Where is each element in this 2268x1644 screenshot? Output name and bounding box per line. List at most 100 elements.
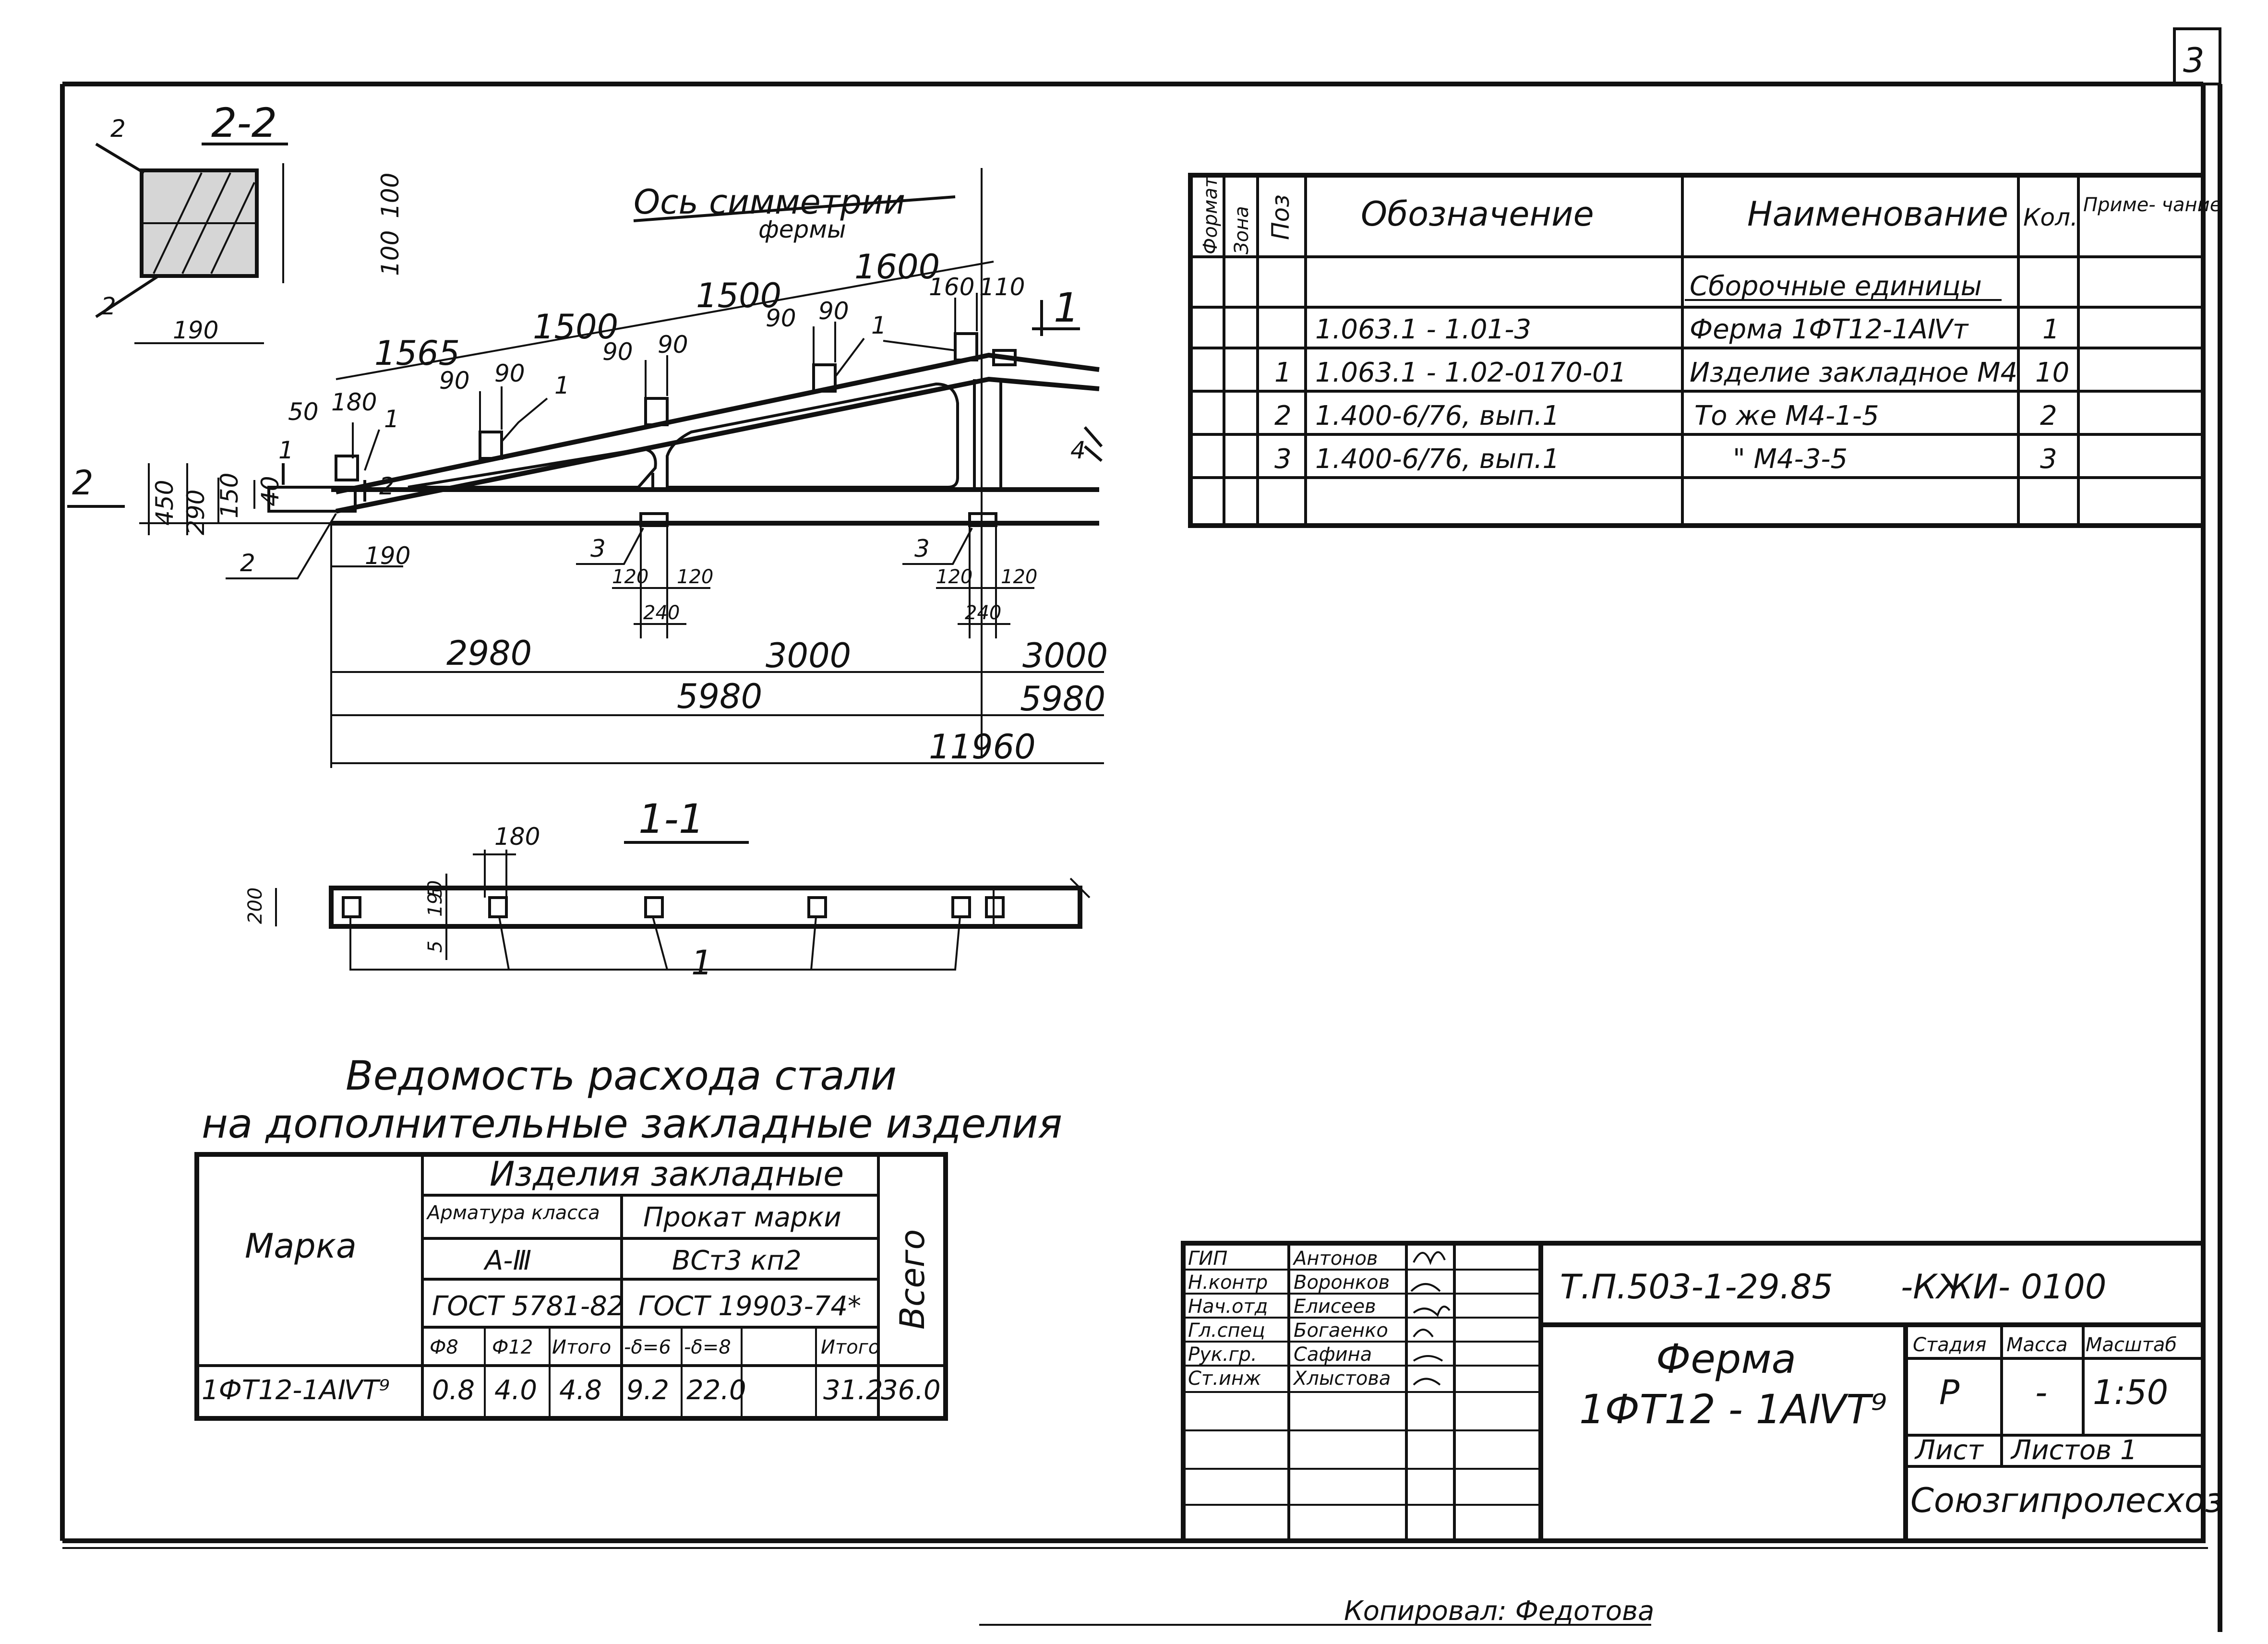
tb-doc-suffix: -КЖИ- 0100 bbox=[1901, 1267, 2106, 1307]
section-mark-1-left: 1 bbox=[278, 436, 294, 464]
spec-header-pos: Поз bbox=[1267, 194, 1295, 240]
item-label-2: 1 bbox=[554, 372, 570, 399]
sheet-number: 3 bbox=[2183, 41, 2205, 80]
section-2-2: 2-2 2 2 190 100 100 bbox=[95, 99, 404, 344]
tb-drawing-title-2: 1ФТ12 - 1АⅣТ⁹ bbox=[1579, 1386, 1887, 1433]
steel-statement: Ведомость расхода стали на дополнительны… bbox=[194, 1052, 1062, 1421]
tb-role-3: Нач.отд bbox=[1188, 1296, 1268, 1318]
section-1-1-title: 1-1 bbox=[638, 795, 704, 842]
steel-rolled-header: Прокат марки bbox=[643, 1202, 841, 1233]
tb-name-4: Богаенко bbox=[1294, 1320, 1388, 1342]
panel-dim-10: 110 bbox=[979, 273, 1025, 301]
spec-row-4-qty: 3 bbox=[2040, 444, 2057, 475]
steel-title-1: Ведомость расхода стали bbox=[346, 1052, 897, 1099]
section-mark-1-top: 1 bbox=[1054, 284, 1079, 331]
tb-doc-code: Т.П.503-1-29.85 bbox=[1560, 1267, 1833, 1307]
span-dim-5980b: 5980 bbox=[1020, 679, 1105, 719]
node-dim-5: 120 bbox=[1001, 566, 1037, 588]
node-dim-3: 240 bbox=[643, 602, 680, 624]
tb-role-2: Н.контр bbox=[1188, 1272, 1268, 1294]
spec-row-4-designation: 1.400-6/76, вып.1 bbox=[1315, 444, 1560, 475]
steel-row-total: 36.0 bbox=[881, 1375, 941, 1406]
tb-drawing-title-1: Ферма bbox=[1656, 1335, 1796, 1382]
section-2-2-dim-top: 100 bbox=[376, 173, 404, 218]
tb-name-6: Хлыстова bbox=[1293, 1368, 1391, 1390]
panel-dim-8: 90 bbox=[818, 297, 849, 325]
spec-row-4-name: " М4-3-5 bbox=[1733, 444, 1848, 475]
tb-name-2: Воронков bbox=[1294, 1272, 1390, 1294]
spec-header-format: Формат bbox=[1200, 176, 1222, 254]
panel-dim-2: 180 bbox=[331, 388, 377, 416]
height-dim-290: 290 bbox=[182, 490, 210, 535]
spec-row-1-qty: 1 bbox=[2042, 314, 2060, 345]
tb-role-5: Рук.гр. bbox=[1188, 1344, 1257, 1366]
item-label-1: 1 bbox=[384, 405, 399, 433]
steel-col-mark: Марка bbox=[245, 1226, 357, 1266]
support-dim: 190 bbox=[365, 542, 410, 570]
steel-title-2: на дополнительные закладные изделия bbox=[202, 1100, 1062, 1147]
steel-rolled-grade: ВСт3 кп2 bbox=[672, 1245, 802, 1276]
tb-organization: Союзгипролесхоз bbox=[1910, 1481, 2223, 1520]
span-dim-3000a: 3000 bbox=[766, 636, 851, 675]
top-dim-4: 1600 bbox=[854, 247, 940, 287]
section-1-1-dim-top: 180 bbox=[494, 823, 540, 851]
symmetry-axis-label-2: фермы bbox=[758, 216, 846, 243]
section-1-1-dim-height: 200 bbox=[244, 888, 266, 924]
section-2-2-dim-bottom: 100 bbox=[376, 230, 404, 276]
spec-row-2-name: Изделие закладное М4 bbox=[1690, 357, 2017, 388]
tb-role-1: ГИП bbox=[1188, 1248, 1227, 1270]
steel-armature-header: Арматура класса bbox=[426, 1202, 600, 1224]
spec-row-2-pos: 1 bbox=[1274, 357, 1292, 388]
tb-name-3: Елисеев bbox=[1294, 1296, 1376, 1318]
steel-row-v2: 4.0 bbox=[494, 1375, 537, 1406]
panel-dim-5: 90 bbox=[602, 338, 633, 366]
spec-row-3-designation: 1.400-6/76, вып.1 bbox=[1315, 400, 1560, 432]
steel-sub-2: Ф12 bbox=[492, 1336, 533, 1358]
copied-by: Копировал: Федотова bbox=[1344, 1596, 1654, 1627]
bottom-item-1: 3 bbox=[590, 535, 606, 563]
tb-mass: - bbox=[2035, 1373, 2047, 1412]
steel-row-v1: 0.8 bbox=[432, 1375, 475, 1406]
section-mark-2-right: 2 bbox=[379, 472, 395, 500]
steel-total-header: Всего bbox=[893, 1229, 932, 1330]
symmetry-axis-label-1: Ось симметрии bbox=[634, 182, 905, 222]
spec-header-zone: Зона bbox=[1231, 206, 1253, 254]
spec-row-3-name: То же М4-1-5 bbox=[1694, 400, 1879, 432]
steel-sub-1: Ф8 bbox=[430, 1336, 458, 1358]
spec-header-note: Приме- чание bbox=[2083, 194, 2221, 216]
section-1-1-item-label: 1 bbox=[691, 943, 713, 983]
support-leader: 2 bbox=[240, 549, 255, 577]
spec-row-1-designation: 1.063.1 - 1.01-3 bbox=[1315, 314, 1531, 345]
section-1-1-dim-b: 190 bbox=[424, 880, 446, 917]
tb-role-6: Ст.инж bbox=[1188, 1368, 1261, 1390]
top-dim-2: 1500 bbox=[533, 307, 618, 347]
steel-row-v7: 31.2 bbox=[823, 1375, 883, 1406]
spec-row-2-qty: 10 bbox=[2035, 357, 2069, 388]
spec-table: Формат Зона Поз Обозначение Наименование… bbox=[1188, 173, 2221, 528]
tb-scale-label: Масштаб bbox=[2086, 1334, 2177, 1356]
steel-sub-5: -δ=8 bbox=[684, 1336, 731, 1358]
spec-row-2-designation: 1.063.1 - 1.02-0170-01 bbox=[1315, 357, 1626, 388]
height-dim-40: 40 bbox=[256, 476, 284, 506]
span-dim-2980: 2980 bbox=[446, 634, 532, 673]
spec-row-3-qty: 2 bbox=[2040, 400, 2057, 432]
tb-role-4: Гл.спец bbox=[1188, 1320, 1265, 1342]
top-dim-1: 1565 bbox=[374, 334, 460, 373]
node-dim-4: 120 bbox=[936, 566, 972, 588]
section-2-2-leader-top: 2 bbox=[110, 115, 126, 143]
panel-dim-6: 90 bbox=[658, 331, 688, 359]
spec-header-name: Наименование bbox=[1747, 194, 2008, 234]
break-mark: 4 bbox=[1070, 436, 1086, 464]
section-1-1: 1-1 180 200 5 190 5 1 bbox=[244, 795, 1091, 983]
item-label-3: 1 bbox=[871, 312, 887, 339]
top-dim-3: 1500 bbox=[696, 276, 781, 315]
section-1-1-dim-a: 5 bbox=[424, 886, 446, 898]
spec-row-3-pos: 2 bbox=[1274, 400, 1292, 432]
steel-armature-class: А-Ⅲ bbox=[483, 1245, 531, 1276]
steel-group-header: Изделия закладные bbox=[490, 1154, 844, 1194]
height-dim-150: 150 bbox=[216, 473, 243, 518]
section-1-1-dim-c: 5 bbox=[424, 941, 446, 953]
span-dim-11960: 11960 bbox=[929, 727, 1036, 767]
bottom-item-2: 3 bbox=[914, 535, 930, 563]
